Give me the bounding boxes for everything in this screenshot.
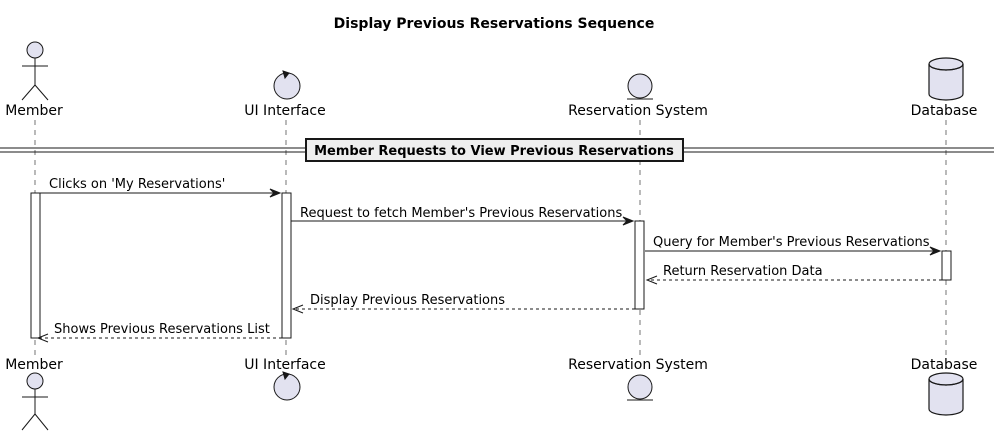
activation-database [941, 250, 952, 281]
arrowhead-2 [622, 216, 635, 226]
message-label-5: Display Previous Reservations [310, 293, 505, 308]
diagram-title: Display Previous Reservations Sequence [334, 16, 655, 32]
control-icon [273, 371, 301, 401]
message-label-4: Return Reservation Data [663, 264, 823, 279]
activations [30, 192, 952, 339]
participant-label-database-bottom: Database [911, 357, 978, 373]
participants-bottom: Member UI Interface Reservation System D… [5, 357, 978, 431]
activation-ui [281, 192, 292, 339]
database-icon [928, 57, 964, 101]
activation-reservation-system [634, 220, 645, 310]
participant-label-ui: UI Interface [244, 103, 326, 119]
messages [36, 188, 942, 343]
activation-member [30, 192, 41, 339]
message-labels: Clicks on 'My Reservations' Request to f… [49, 177, 930, 337]
database-icon [928, 372, 964, 416]
participants-top: Member UI Interface Reservation System D… [5, 41, 978, 119]
arrowhead-5 [291, 304, 304, 314]
message-label-6: Shows Previous Reservations List [54, 322, 270, 337]
actor-icon [21, 41, 49, 101]
participant-label-member-bottom: Member [5, 357, 63, 373]
actor-icon [21, 372, 49, 431]
message-label-1: Clicks on 'My Reservations' [49, 177, 225, 192]
participant-label-member: Member [5, 103, 63, 119]
control-icon [273, 70, 301, 100]
participant-label-ui-bottom: UI Interface [244, 357, 326, 373]
arrowhead-6 [36, 333, 49, 343]
participant-label-reservation-system: Reservation System [568, 103, 708, 119]
entity-icon [627, 374, 653, 401]
participant-label-reservation-system-bottom: Reservation System [568, 357, 708, 373]
arrowhead-1 [269, 188, 282, 198]
divider: Member Requests to View Previous Reserva… [0, 138, 994, 162]
message-label-3: Query for Member's Previous Reservations [653, 235, 930, 250]
arrowhead-4 [645, 275, 658, 285]
message-label-2: Request to fetch Member's Previous Reser… [300, 206, 622, 221]
arrowhead-3 [929, 246, 942, 256]
participant-label-database: Database [911, 103, 978, 119]
divider-label: Member Requests to View Previous Reserva… [314, 144, 674, 159]
entity-icon [627, 73, 653, 100]
